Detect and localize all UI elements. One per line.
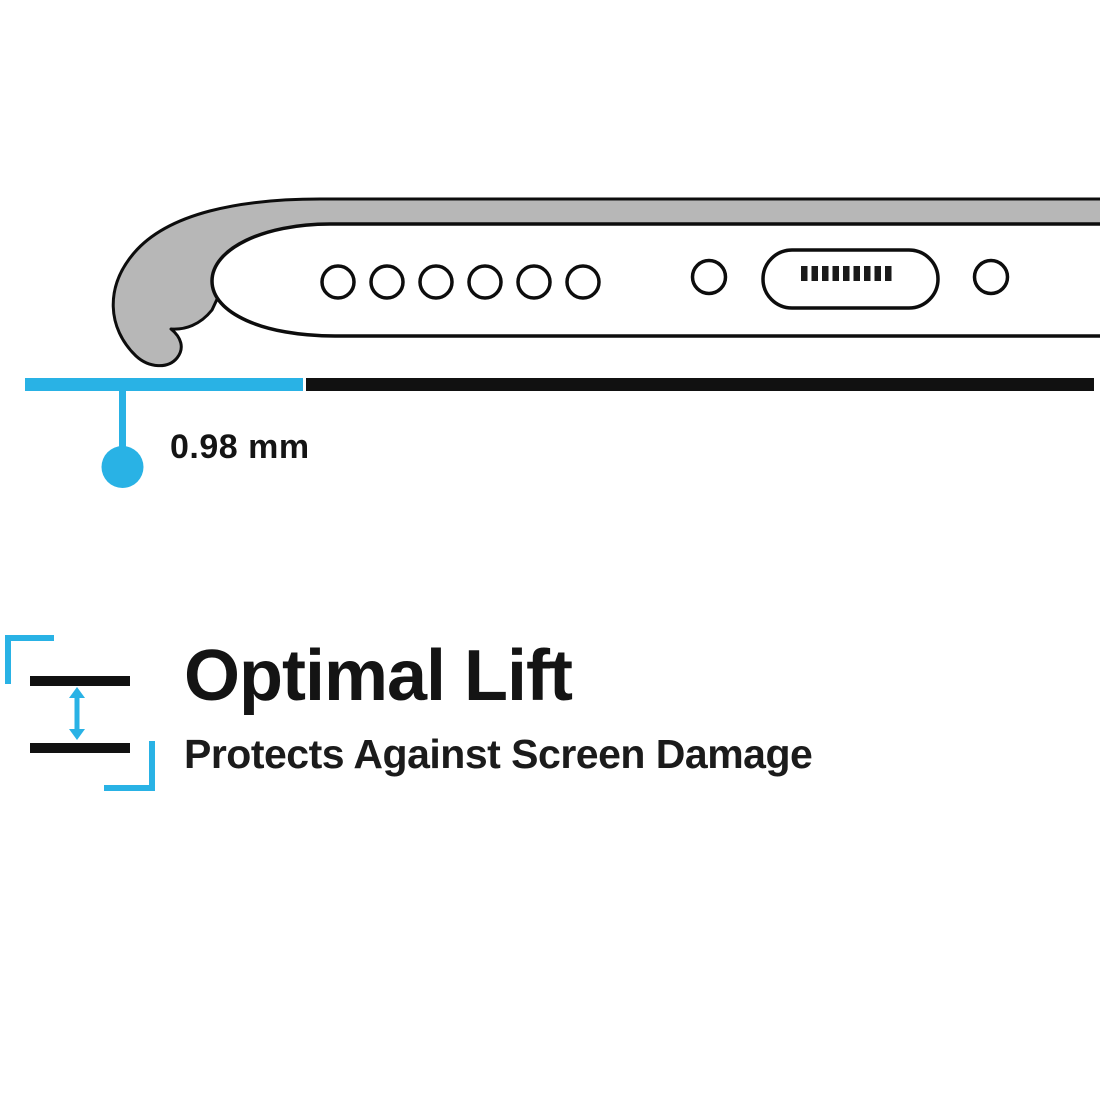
port-pin [874, 266, 881, 281]
lift-highlight-bar [25, 378, 303, 391]
port-pin [853, 266, 860, 281]
lift-icon [5, 635, 155, 791]
speaker-hole [565, 264, 601, 300]
baseline-bar [306, 378, 1094, 391]
double-arrow-head-up [69, 687, 85, 698]
feature-text-block: Optimal Lift Protects Against Screen Dam… [184, 640, 1084, 775]
speaker-holes [320, 264, 601, 300]
speaker-hole [516, 264, 552, 300]
measurement-dot [101, 446, 144, 488]
port-pin [811, 266, 818, 281]
screw-right [972, 258, 1010, 296]
feature-subtitle: Protects Against Screen Damage [184, 731, 813, 777]
phone-case-illustration [25, 197, 1100, 488]
speaker-hole [320, 264, 356, 300]
screw-left [690, 258, 728, 296]
port-pin [801, 266, 808, 281]
measurement-leader-line [119, 391, 126, 449]
corner-bracket-top-left-icon [5, 635, 54, 684]
port-pin [864, 266, 871, 281]
corner-bracket-bottom-right-icon [104, 741, 155, 791]
port-pin [832, 266, 839, 281]
double-arrow-head-down [69, 729, 85, 740]
measurement-label: 0.98 mm [170, 428, 310, 466]
speaker-hole [369, 264, 405, 300]
port-pin [885, 266, 892, 281]
feature-title: Optimal Lift [184, 636, 573, 716]
double-arrow-icon [69, 687, 85, 740]
charging-port [761, 248, 940, 310]
port-pin [822, 266, 829, 281]
speaker-hole [467, 264, 503, 300]
speaker-hole [418, 264, 454, 300]
port-pin [843, 266, 850, 281]
charging-port-pins [801, 266, 892, 281]
